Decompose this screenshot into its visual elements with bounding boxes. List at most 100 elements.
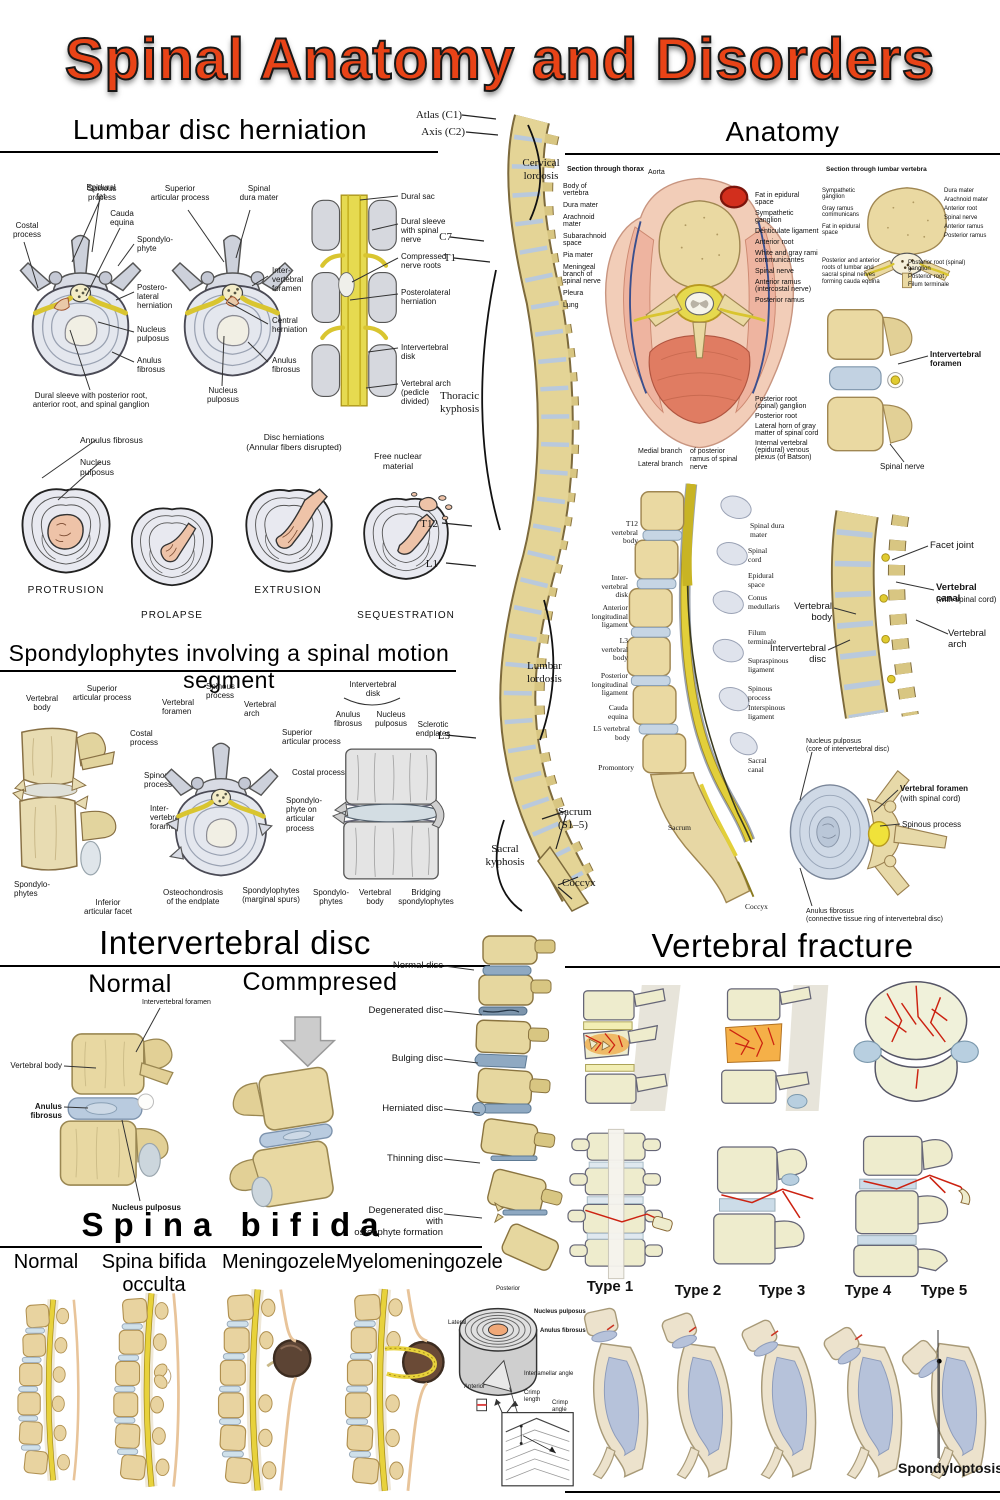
label-stage-nucleus: Nucleus pulposus	[80, 457, 115, 477]
label-sympathetic-ganglion: Sympathetic ganglion	[755, 210, 794, 224]
fig-fracture-burst-lateral-illustration	[721, 985, 829, 1111]
label-ls-sympathetic: Sympathetic ganglion	[822, 188, 856, 200]
foramen-shape	[137, 1093, 154, 1110]
label-posterolateral-herniation-2: Posterolateral herniation	[401, 288, 451, 307]
label-rami-communicantes: White and gray rami communicantes	[755, 250, 818, 264]
label-posterior-ramus-note: of posterior ramus of spinal nerve	[690, 448, 738, 472]
label-ax-foramen: Vertebral foramen	[900, 784, 969, 793]
label-sag-interspinous: Interspinous ligament	[748, 703, 786, 721]
fracture-line	[721, 1188, 814, 1219]
label-spc-iv-disk: Intervertebral disk	[349, 680, 397, 699]
label-ds-posterior: Posterior	[495, 1286, 520, 1292]
label-ds-crimp-length: Crimp length	[524, 1390, 541, 1403]
heading-lumbar-herniation: Lumbar disc herniation	[72, 114, 368, 145]
free-fragment-shape	[418, 496, 438, 512]
label-central-herniation: Central herniation	[272, 316, 308, 335]
label-costal-process-1: Costal process	[12, 221, 41, 240]
label-superior-articular-process-1: Superior articular process	[150, 184, 210, 203]
rule-lumbar	[0, 151, 438, 153]
cervical-bracket	[527, 124, 542, 221]
label-nucleus-pulposus-2: Nucleus pulposus	[206, 386, 240, 405]
label-ls-filum: Filum terminale	[908, 282, 950, 288]
herniated-disc-shape	[472, 1102, 532, 1116]
label-sp-superior-articular: Superior articular process	[72, 684, 132, 703]
fig-spina-bifida-normal-illustration	[17, 1299, 80, 1481]
spina-bifida-type-myelomeningozele: Myelomeningozele	[336, 1251, 503, 1273]
label-intervertebral-disk-canal: Intervertebral disk	[401, 343, 449, 362]
osteophyte-disc-shape	[494, 1201, 548, 1224]
label-posterior-ramus: Posterior ramus	[755, 297, 805, 304]
rule-spina-bifida	[0, 1246, 482, 1248]
label-anterior-ramus: Anterior ramus (intercostal nerve)	[755, 279, 812, 293]
label-vertebral-arch-canal: Vertebral arch (pedicle divided)	[401, 379, 451, 407]
label-spa-superior: Superior articular process	[282, 728, 341, 747]
label-sp-vertebral-body: Vertebral body	[25, 694, 59, 713]
heading-anatomy: Anatomy	[725, 116, 840, 147]
fig-disc-structure-illustration	[458, 1307, 574, 1487]
label-ax-foramen-sub: (with spinal cord)	[900, 794, 961, 803]
bridging-spur-shape	[429, 799, 445, 829]
label-prolapse: PROLAPSE	[141, 610, 203, 621]
thorax-lower-right-labels: Posterior root (spinal) ganglion Posteri…	[755, 396, 821, 461]
label-spc-spondylophytes: Spondylo- phytes	[312, 888, 350, 907]
label-ls-arachnoid: Arachnoid mater	[944, 197, 989, 203]
lumbar-section-left-labels: Sympathetic ganglion Gray ramus communic…	[822, 188, 862, 236]
label-lumbar-section-title: Section through lumbar vertebra	[826, 166, 927, 173]
label-ds-crimp-angle: Crimp angle	[552, 1400, 568, 1413]
fig-prolapse-illustration	[130, 507, 214, 587]
spina-bifida-type-meningozele: Meningozele	[222, 1251, 336, 1273]
label-spondyloptosis: Spondyloptosis	[898, 1460, 1000, 1476]
label-cauda-equina: Cauda equina	[109, 209, 135, 228]
label-spa-spondylophyte-on: Spondylo- phyte on articular process	[286, 796, 323, 833]
label-lp-spinal-nerve: Spinal nerve	[880, 462, 925, 471]
label-lateral-branch: Lateral branch	[638, 461, 683, 468]
spur-shapes	[165, 817, 273, 860]
label-vertebral-body-ls: Vertebral body	[793, 601, 832, 623]
sclerotic-disc-shape	[341, 803, 441, 823]
thorax-right-labels: Fat in epidural space Sympathetic gangli…	[755, 192, 819, 304]
spine-leader-lines	[441, 114, 499, 739]
lumbar-bracket	[539, 599, 555, 741]
label-lumbar-lordosis: Lumbar lordosis	[527, 660, 562, 685]
subheading-normal: Normal	[88, 970, 172, 998]
label-sag-supraspinous: Supraspinous ligament	[748, 656, 789, 674]
label-epidural-fat: Epidural fat	[86, 183, 116, 202]
label-spinal-nerve: Spinal nerve	[755, 268, 794, 275]
dural-sac-shape	[340, 194, 368, 407]
label-spondylophyte: Spondylo- phyte	[137, 235, 174, 254]
fig-fracture-compression-illustration	[582, 985, 681, 1111]
label-spinal-dura-mater: Spinal dura mater	[239, 184, 279, 203]
label-spc-bridging: Bridging spondylophytes	[398, 888, 454, 907]
label-compressed-roots: Compressed nerve roots	[401, 252, 447, 271]
label-anulus-fibrosus-1: Anulus fibrosus	[137, 356, 166, 375]
label-vertebral-canal: Vertebral canal	[936, 582, 977, 604]
label-sequestration: SEQUESTRATION	[357, 610, 455, 621]
label-ax-nucleus: Nucleus pulposus (core of intervertebral…	[806, 738, 890, 754]
rule-anatomy	[565, 153, 1000, 155]
label-id-anulus: Anulus fibrosus	[30, 1102, 62, 1121]
label-id-vertebral-body: Vertebral body	[10, 1061, 62, 1070]
fig-spinal-canal-illustration	[311, 194, 397, 407]
label-meningeal-branch: Meningeal branch of spinal nerve	[563, 264, 601, 285]
fig-posterolateral-herniation-illustration	[18, 228, 143, 378]
normal-disc-shape	[482, 965, 532, 976]
fig-fracture-burst-axial-illustration	[853, 981, 979, 1102]
fig-disc-types-spine-illustration	[472, 935, 563, 1271]
label-body-of-vertebra: Body of vertebra	[563, 183, 589, 197]
fig-spondylolisthesis-type5-illustration	[901, 1339, 987, 1480]
label-ls-anterior-ramus: Anterior ramus	[944, 224, 984, 230]
label-ls-post-root: Posterior root	[908, 274, 945, 280]
label-type-1: Type 1	[586, 1278, 634, 1295]
rule-vertebral-fracture	[565, 966, 1000, 968]
label-ls-fat: Fat in epidural space	[822, 224, 861, 236]
label-pia-mater: Pia mater	[563, 252, 593, 259]
label-sag-t12: T12 vertebral body	[611, 519, 638, 546]
label-normal-disc: Normal disc	[392, 960, 443, 971]
label-aorta: Aorta	[648, 169, 665, 176]
posterolateral-bulge-shape	[53, 297, 70, 311]
detail-box	[501, 1412, 574, 1487]
fig-spondylolisthesis-type4-illustration	[823, 1326, 903, 1480]
poster-title: Spinal Anatomy and Disorders	[64, 26, 936, 93]
rule-intervertebral-disc	[0, 965, 490, 967]
label-ds-anulus: Anulus fibrosus	[540, 1328, 586, 1334]
